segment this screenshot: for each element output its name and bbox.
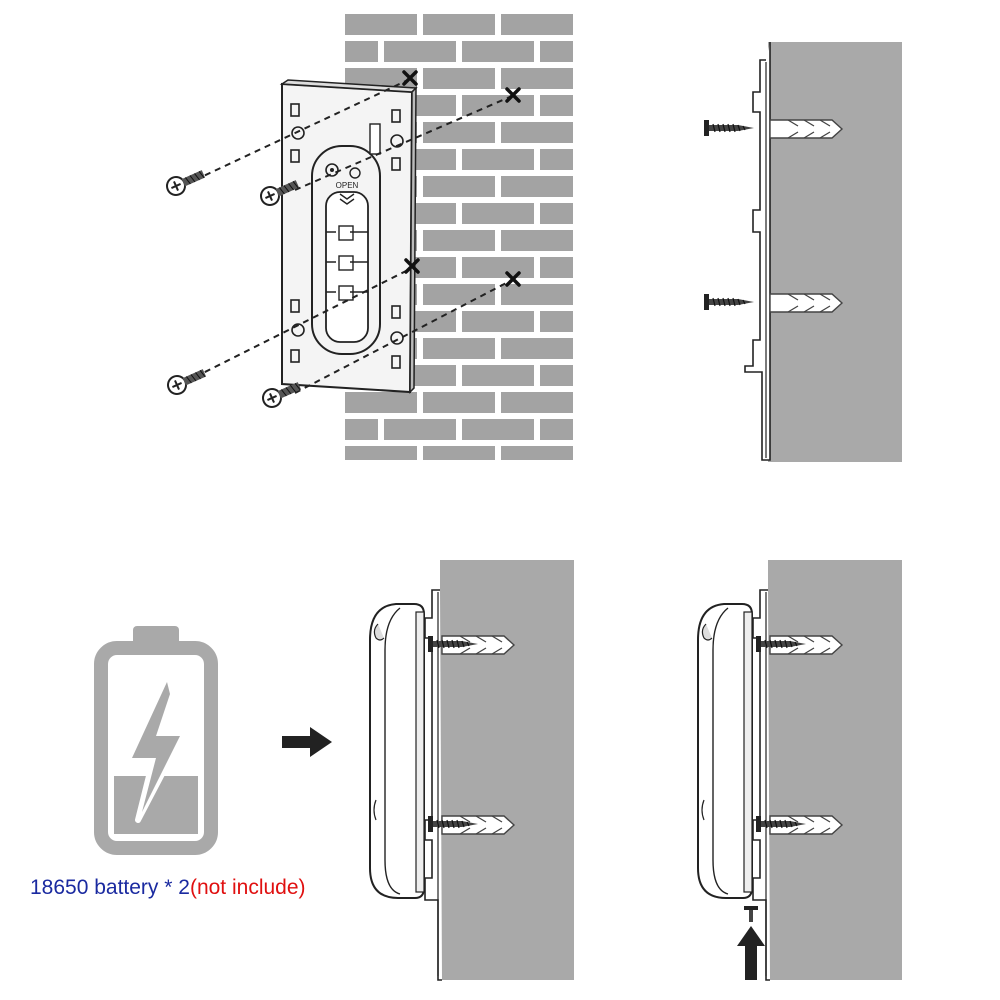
brick (462, 365, 534, 386)
brick (423, 230, 495, 251)
brick (423, 122, 495, 143)
arrow-up-icon (737, 926, 765, 980)
battery-caption-main: 18650 battery * 2 (30, 876, 190, 899)
brick (540, 257, 573, 278)
battery-caption-note: (not include) (189, 876, 306, 899)
brick (423, 338, 495, 359)
brick (423, 392, 495, 413)
brick (501, 122, 573, 143)
brick (345, 14, 417, 35)
brick (423, 68, 495, 89)
bottom-screw-icon (744, 906, 758, 922)
wall (768, 42, 902, 462)
brick (501, 284, 573, 305)
battery-charging-icon (94, 626, 218, 855)
arrow-right-icon (282, 727, 332, 757)
brick (540, 365, 573, 386)
brick (540, 95, 573, 116)
open-label: OPEN (336, 181, 359, 190)
brick (345, 41, 378, 62)
brick (462, 41, 534, 62)
brick (540, 311, 573, 332)
brick (384, 41, 456, 62)
brick (345, 446, 417, 460)
brick (501, 338, 573, 359)
doorbell-body (697, 603, 753, 899)
doorbell-mounted-panel (369, 560, 574, 981)
brick (501, 176, 573, 197)
brick (501, 230, 573, 251)
brick (501, 446, 573, 460)
mounting-plate: OPEN (279, 79, 418, 394)
brick (501, 68, 573, 89)
brick (345, 392, 417, 413)
brick (540, 41, 573, 62)
guide-lines (194, 79, 513, 394)
brick (540, 203, 573, 224)
brick (462, 257, 534, 278)
wall-anchor-icon (769, 293, 843, 313)
brick (345, 419, 378, 440)
wall (768, 560, 902, 980)
brick (540, 149, 573, 170)
brick (423, 446, 495, 460)
brick (462, 95, 534, 116)
brick (423, 14, 495, 35)
brick (384, 419, 456, 440)
screw-icon (703, 293, 755, 311)
brick (462, 419, 534, 440)
wall-anchor-icon (769, 119, 843, 139)
wall-section-top-right (703, 42, 902, 462)
brick (423, 284, 495, 305)
wall (440, 560, 574, 980)
doorbell-secure-panel (697, 560, 902, 981)
screw-icon (703, 119, 755, 137)
battery-caption: 18650 battery * 2(not include) (30, 876, 306, 900)
doorbell-body (369, 603, 425, 899)
brick (462, 203, 534, 224)
brick (501, 392, 573, 413)
brick (462, 149, 534, 170)
brick (540, 419, 573, 440)
brick (423, 176, 495, 197)
brick (462, 311, 534, 332)
brick (501, 14, 573, 35)
